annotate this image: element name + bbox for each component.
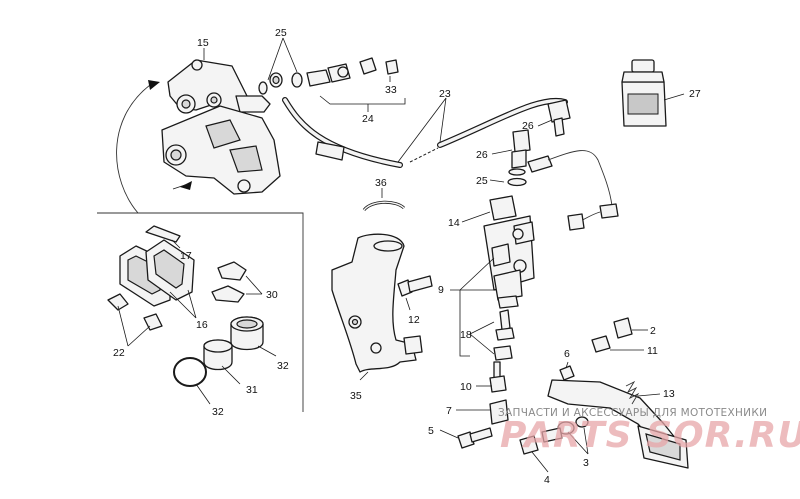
callout-3: 3 — [583, 457, 589, 469]
watermark-tagline: ЗАПЧАСТИ И АКСЕССУАРЫ ДЛЯ МОТОТЕХНИКИ — [498, 407, 767, 419]
callout-17: 17 — [180, 250, 192, 262]
pivot-parts-3 — [541, 416, 589, 443]
bolt-12 — [397, 275, 433, 297]
callout-9: 9 — [438, 284, 444, 296]
brake-pedal — [547, 379, 689, 469]
callout-11: 11 — [647, 345, 658, 357]
bolt-5 — [457, 427, 493, 449]
master-cylinder-bracket — [331, 233, 423, 373]
callout-25: 25 — [476, 175, 488, 187]
callout-7: 7 — [446, 405, 452, 417]
watermark-brand: PARTS SOR.RU — [500, 415, 800, 456]
callout-26: 26 — [476, 149, 488, 161]
callout-26: 26 — [522, 120, 534, 132]
callout-labels: 15 25 33 24 23 27 26 26 25 14 36 17 30 1… — [113, 27, 701, 486]
banjo-fittings — [507, 99, 619, 231]
piston-31 — [203, 339, 233, 371]
piston-seal-32-right — [230, 316, 264, 351]
callout-24: 24 — [362, 113, 374, 125]
callout-27: 27 — [689, 88, 701, 100]
detail-arrow-line — [116, 84, 151, 214]
callout-35: 35 — [350, 390, 362, 402]
detail-arrow-head — [148, 80, 160, 90]
callout-31: 31 — [246, 384, 258, 396]
pushrod-parts — [493, 309, 515, 361]
spring-13 — [625, 380, 640, 405]
detail-group-outline — [97, 212, 304, 412]
callout-4: 4 — [544, 474, 550, 486]
callout-12: 12 — [408, 314, 420, 326]
bleed-screws-22 — [107, 293, 163, 331]
callout-23: 23 — [439, 88, 451, 100]
callout-30: 30 — [266, 289, 278, 301]
bracket-arrow — [180, 181, 192, 190]
bolt-11-and-bushing-2 — [591, 317, 633, 353]
callout-22: 22 — [113, 347, 125, 359]
oring-32-left — [173, 357, 207, 387]
master-cylinder — [483, 195, 535, 309]
pad-pin-17 — [145, 225, 181, 243]
callout-10: 10 — [460, 381, 472, 393]
callout-32: 32 — [212, 406, 224, 418]
callout-5: 5 — [428, 425, 434, 437]
caliper-bracket — [161, 105, 281, 195]
callout-15: 15 — [197, 37, 209, 49]
callout-25: 25 — [275, 27, 287, 39]
callout-36: 36 — [375, 177, 387, 189]
bolt-4 — [519, 435, 539, 455]
brake-pads — [119, 239, 195, 307]
brake-caliper — [167, 59, 271, 119]
brake-hose — [282, 97, 568, 168]
leader-lines — [117, 37, 685, 473]
watermark: ЗАПЧАСТИ И АКСЕССУАРЫ ДЛЯ МОТОТЕХНИКИ PA… — [498, 407, 800, 456]
callout-2: 2 — [650, 325, 656, 337]
hose-fittings — [258, 57, 399, 95]
callout-13: 13 — [663, 388, 675, 400]
pad-spring-30 — [211, 261, 247, 303]
callout-6: 6 — [564, 348, 570, 360]
callout-18: 18 — [460, 329, 472, 341]
callout-33: 33 — [385, 84, 397, 96]
clevis-7 — [489, 399, 509, 425]
nut-6 — [559, 365, 575, 381]
pushrod-10 — [489, 361, 507, 393]
callout-14: 14 — [448, 217, 460, 229]
callout-32: 32 — [277, 360, 289, 372]
callout-16: 16 — [196, 319, 208, 331]
spring-clip — [362, 200, 406, 212]
fluid-reservoir — [621, 59, 667, 127]
